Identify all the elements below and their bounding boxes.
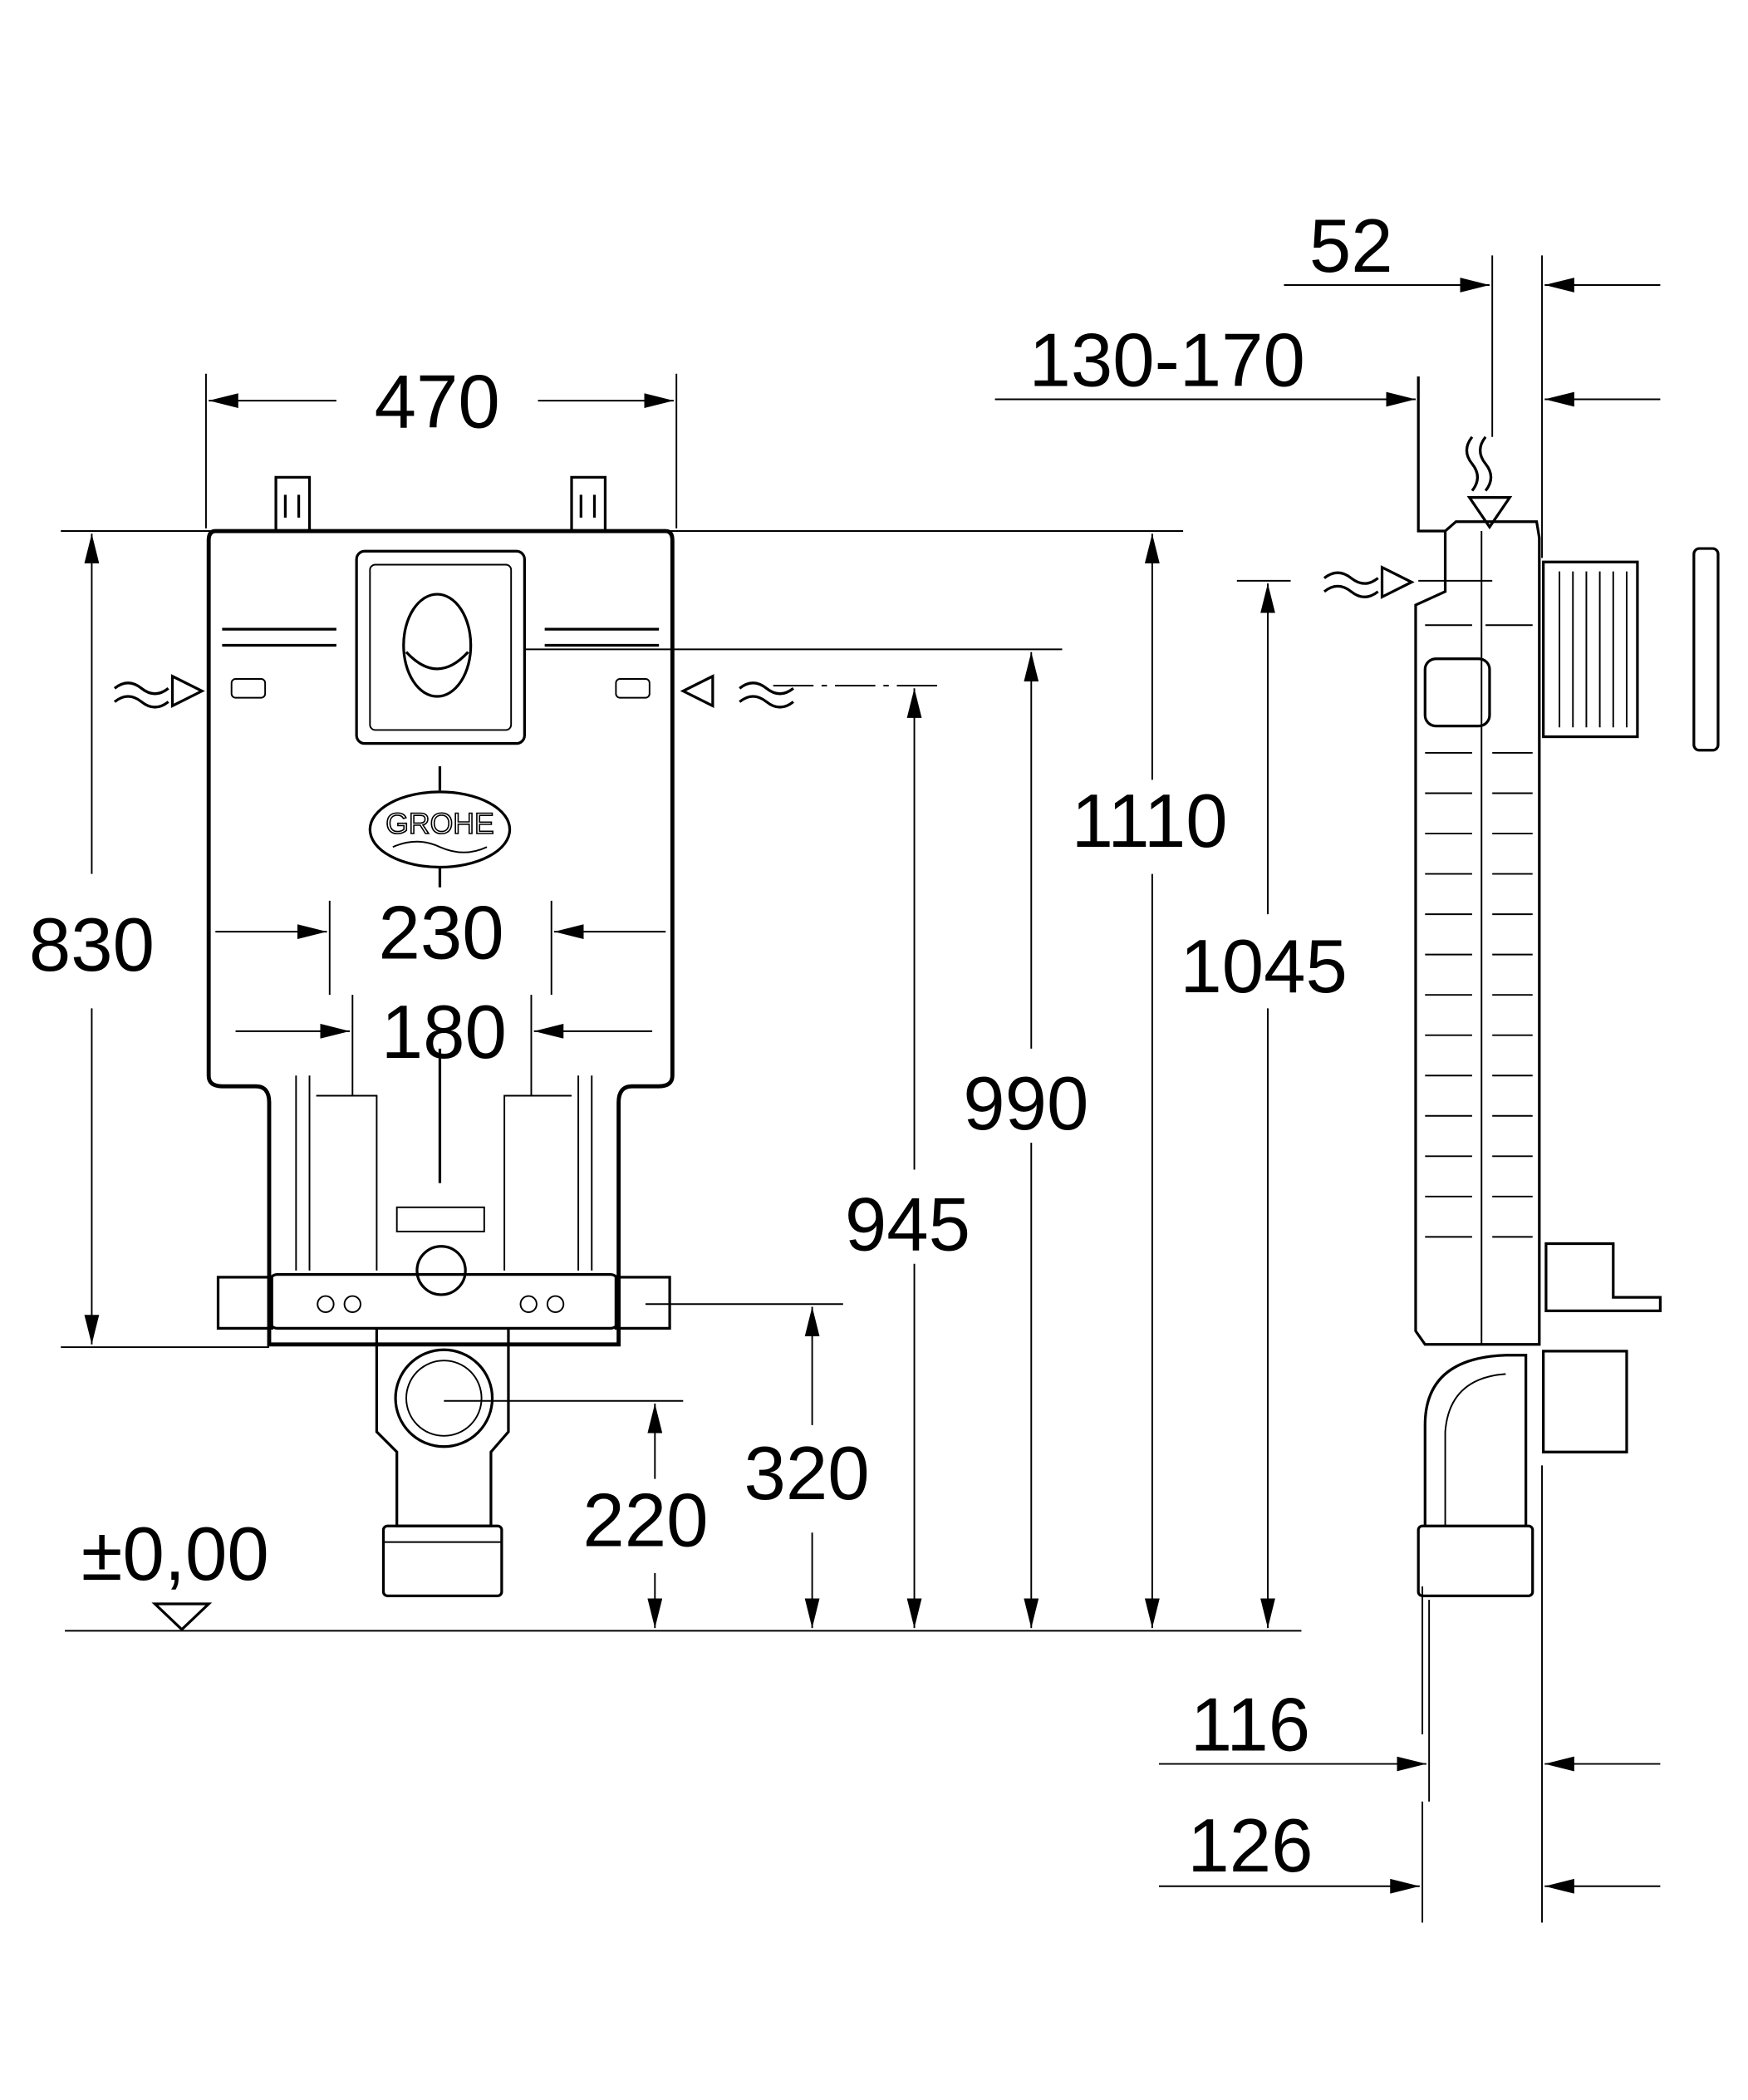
dim-1045: 1045 bbox=[1180, 925, 1348, 1009]
water-inlet-arrow-left bbox=[113, 674, 205, 709]
inlet-marker-left bbox=[230, 678, 267, 699]
flush-plate bbox=[355, 549, 526, 745]
frame-slots bbox=[1425, 624, 1533, 1238]
drain-socket bbox=[381, 1524, 503, 1597]
frame-labels bbox=[222, 627, 660, 647]
dim-230: 230 bbox=[378, 891, 503, 975]
support-rails bbox=[295, 1075, 593, 1271]
side-dimensions: 52 130-170 1045 116 126 bbox=[994, 204, 1661, 1923]
fixing-bar bbox=[268, 1273, 621, 1330]
foot-right bbox=[614, 1276, 671, 1330]
foot-left bbox=[216, 1276, 273, 1330]
frame-outline bbox=[206, 529, 675, 1347]
dim-180: 180 bbox=[381, 991, 507, 1075]
dim-126: 126 bbox=[1187, 1804, 1313, 1888]
side-view bbox=[1323, 376, 1720, 1597]
dim-990: 990 bbox=[963, 1062, 1088, 1146]
floor-level-symbol bbox=[151, 1602, 213, 1632]
dim-830: 830 bbox=[29, 903, 155, 987]
svg-text:GROHE: GROHE bbox=[385, 807, 493, 840]
flush-button bbox=[402, 593, 473, 698]
dim-1110: 1110 bbox=[1072, 780, 1228, 863]
dim-52: 52 bbox=[1309, 204, 1393, 288]
front-dimensions: 470 830 230 180 1110 990 945 320 220 ±0,… bbox=[29, 360, 1302, 1632]
drain-pipe bbox=[375, 1328, 510, 1527]
flush-button-split bbox=[405, 651, 469, 671]
dim-945: 945 bbox=[845, 1183, 970, 1267]
dim-320: 320 bbox=[744, 1432, 870, 1516]
water-inlet bbox=[415, 1245, 467, 1296]
water-inlet-arrow-top bbox=[1465, 435, 1513, 530]
floor-level-label: ±0,00 bbox=[81, 1512, 269, 1596]
mounting-tab-left bbox=[274, 475, 312, 532]
dim-220: 220 bbox=[582, 1478, 708, 1562]
flush-plate-inner bbox=[369, 563, 513, 731]
drain-bend-side bbox=[1423, 1354, 1528, 1527]
bracket-side bbox=[1544, 1242, 1662, 1312]
warning-label bbox=[395, 1206, 485, 1232]
inlet-marker-right bbox=[615, 678, 651, 699]
flush-mechanism bbox=[1542, 560, 1639, 739]
dim-470: 470 bbox=[375, 360, 500, 444]
mounting-tab-right bbox=[570, 475, 607, 532]
water-inlet-arrow-side bbox=[1323, 565, 1415, 599]
front-view: GROHE bbox=[113, 475, 794, 1632]
water-inlet-arrow-right bbox=[680, 674, 794, 709]
grohe-logo: GROHE bbox=[368, 766, 512, 888]
flush-plate-side bbox=[1692, 547, 1720, 752]
dim-130-170: 130-170 bbox=[1029, 318, 1304, 402]
dim-116: 116 bbox=[1191, 1683, 1310, 1767]
